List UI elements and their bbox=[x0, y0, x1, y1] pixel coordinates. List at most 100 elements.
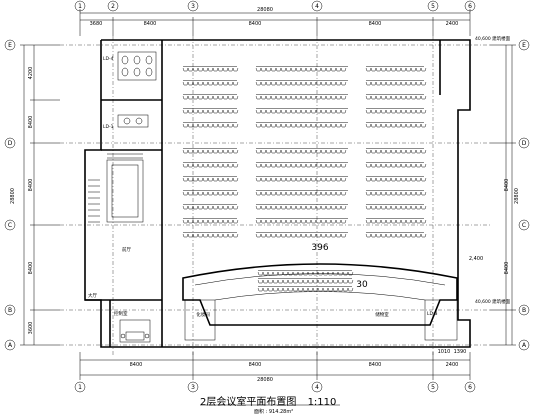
structural-grid bbox=[60, 36, 490, 355]
seat-row-upper-1-4 bbox=[255, 123, 347, 128]
left-dimensions: 28800 4200 8400 8400 8400 3600 bbox=[10, 44, 60, 346]
left-dimension-5: 3600 bbox=[28, 322, 34, 335]
bottom-dimension-3: 8400 bbox=[369, 362, 382, 368]
seat-row-lower-1-3 bbox=[255, 191, 347, 196]
top-axis-markers: 1 2 3 4 5 6 bbox=[74, 0, 476, 12]
seat-row-lower-0-0 bbox=[182, 149, 239, 154]
label-stage-left: 化妆间 bbox=[196, 311, 210, 318]
axis-row-d-right: D bbox=[522, 140, 527, 147]
seat-row-upper-1-0 bbox=[255, 67, 347, 72]
seat-row-lower-1-1 bbox=[255, 163, 347, 168]
top-dimension-1: 3680 bbox=[90, 21, 103, 27]
axis-col-4-bottom: 4 bbox=[315, 384, 319, 391]
left-dimension-4: 8400 bbox=[28, 262, 34, 275]
right-dimension-2: 8400 bbox=[504, 262, 510, 275]
top-dimension-3: 8400 bbox=[249, 21, 262, 27]
left-dimension-2: 8400 bbox=[28, 116, 34, 129]
axis-col-1-bottom: 1 bbox=[78, 384, 82, 391]
axis-row-a: A bbox=[8, 342, 13, 349]
auditorium-seating bbox=[182, 66, 427, 238]
seat-row-lower-0-1 bbox=[182, 163, 239, 168]
top-dimensions: 28080 3680 8400 8400 8400 2400 bbox=[79, 7, 471, 36]
bottom-dimension-1: 8400 bbox=[130, 362, 143, 368]
axis-row-b-right: B bbox=[522, 307, 526, 314]
seat-row-upper-1-1 bbox=[255, 81, 347, 86]
stage-seating bbox=[257, 270, 354, 292]
seat-row-upper-0-2 bbox=[182, 95, 239, 100]
top-dimension-5: 2400 bbox=[446, 21, 459, 27]
right-axis-markers: E D C B A bbox=[518, 39, 530, 351]
label-entrance: 大厅 bbox=[88, 292, 97, 299]
top-dimension-4: 8400 bbox=[369, 21, 382, 27]
axis-col-6: 6 bbox=[468, 3, 472, 10]
seat-row-upper-2-1 bbox=[365, 81, 427, 86]
seat-row-lower-2-1 bbox=[365, 163, 427, 168]
seat-row-lower-2-3 bbox=[365, 191, 427, 196]
right-overall-dimension: 28800 bbox=[514, 188, 520, 204]
axis-col-6-bottom: 6 bbox=[468, 384, 472, 391]
axis-row-b: B bbox=[8, 307, 12, 314]
bottom-small-1: 1010 bbox=[438, 349, 451, 355]
top-dimension-2: 8400 bbox=[144, 21, 157, 27]
bottom-dimensions: 8400 8400 8400 2400 28080 1010 1390 bbox=[79, 349, 471, 383]
label-control: 控制室 bbox=[114, 310, 128, 317]
seat-row-upper-2-0 bbox=[365, 67, 427, 72]
stair-lift-area: 前厅 大厅 bbox=[88, 149, 144, 299]
tag-a: LD-4 bbox=[103, 56, 114, 62]
stage-area: 30 化妆间 储物室 LD-3 bbox=[182, 263, 458, 341]
axis-row-c-right: C bbox=[522, 222, 526, 229]
axis-col-5: 5 bbox=[431, 3, 435, 10]
seat-row-lower-1-2 bbox=[255, 177, 347, 182]
axis-row-c: C bbox=[8, 222, 12, 229]
seat-row-lower-0-4 bbox=[182, 205, 239, 210]
bottom-dimension-2: 8400 bbox=[249, 362, 262, 368]
seat-count-main: 396 bbox=[311, 243, 328, 253]
axis-col-3: 3 bbox=[191, 3, 195, 10]
bottom-axis-markers: 1 3 4 5 6 bbox=[74, 381, 476, 393]
left-overall-dimension: 28800 bbox=[10, 188, 16, 204]
tag-b: LD-1 bbox=[103, 124, 114, 130]
building-walls bbox=[84, 39, 471, 348]
right-dimensions: 28800 8400 8400 2,400 bbox=[469, 44, 520, 346]
axis-col-1: 1 bbox=[78, 3, 82, 10]
stage-seat-row-0 bbox=[257, 271, 354, 276]
seat-row-upper-0-3 bbox=[182, 109, 239, 114]
note-right-mid: 40,600 建筑楼面 bbox=[475, 298, 511, 305]
top-overall-dimension: 28080 bbox=[257, 7, 273, 13]
wc-area: LD-4 LD-1 bbox=[103, 51, 157, 130]
bottom-dimension-4: 2400 bbox=[446, 362, 459, 368]
axis-row-a-right: A bbox=[522, 342, 527, 349]
axis-col-5-bottom: 5 bbox=[431, 384, 435, 391]
label-stage-right: 储物室 bbox=[375, 311, 389, 318]
stage-seat-row-2 bbox=[257, 287, 354, 292]
tag-d: LD-3 bbox=[427, 311, 438, 317]
right-dimension-1: 8400 bbox=[504, 179, 510, 192]
seat-row-lower-1-4 bbox=[255, 205, 347, 210]
axis-row-e: E bbox=[8, 42, 12, 49]
seat-row-lower-0-6 bbox=[182, 233, 239, 238]
seat-row-lower-1-5 bbox=[255, 219, 347, 224]
seat-row-upper-0-1 bbox=[182, 81, 239, 86]
seat-row-upper-2-4 bbox=[365, 123, 427, 128]
seat-row-upper-2-3 bbox=[365, 109, 427, 114]
seat-row-lower-0-2 bbox=[182, 177, 239, 182]
drawing-title-text: 2层会议室平面布置图 bbox=[200, 397, 297, 408]
seat-count-stage: 30 bbox=[356, 280, 368, 290]
seat-row-lower-2-6 bbox=[365, 233, 427, 238]
seat-row-lower-1-6 bbox=[255, 233, 347, 238]
seat-row-upper-1-2 bbox=[255, 95, 347, 100]
right-annotations: 40,600 建筑楼面 40,600 建筑楼面 bbox=[475, 35, 511, 305]
seat-row-upper-1-3 bbox=[255, 109, 347, 114]
drawing-scale: 1:110 bbox=[307, 397, 337, 408]
left-axis-markers: E D C B A bbox=[4, 39, 16, 351]
stage-seat-row-1 bbox=[257, 279, 354, 284]
bottom-small-2: 1390 bbox=[454, 349, 467, 355]
seat-row-lower-1-0 bbox=[255, 149, 347, 154]
seat-row-lower-2-5 bbox=[365, 219, 427, 224]
label-lobby: 前厅 bbox=[122, 246, 131, 253]
seat-row-lower-0-5 bbox=[182, 219, 239, 224]
seat-row-lower-2-0 bbox=[365, 149, 427, 154]
seat-row-lower-2-2 bbox=[365, 177, 427, 182]
axis-row-d: D bbox=[8, 140, 13, 147]
